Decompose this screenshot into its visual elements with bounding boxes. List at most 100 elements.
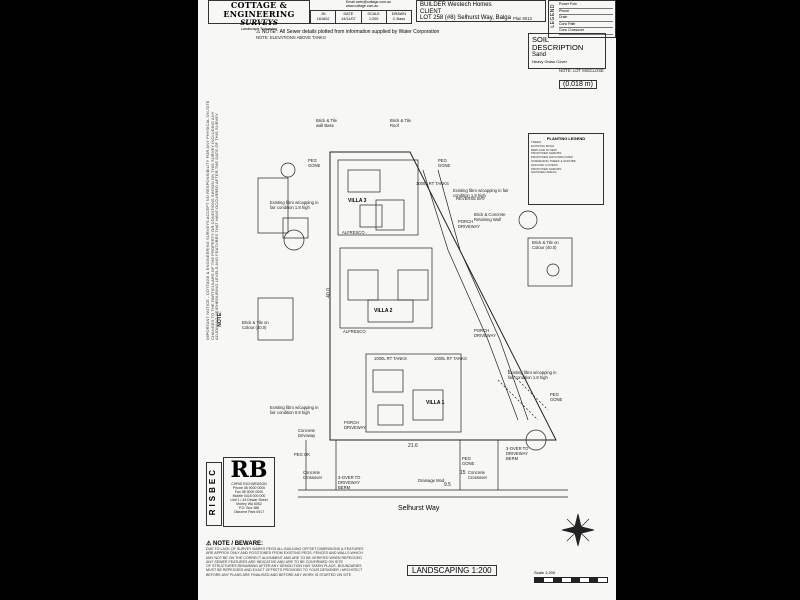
misclose-label: NOTE: LOT MISCLOSE (559, 68, 604, 73)
rb-line: CHRIS RICHARDSON (231, 482, 267, 486)
client-box: BUILDER Westech Homes CLIENT LOT 258 (#8… (416, 0, 546, 22)
plan-label: Concrete Driveway (298, 428, 316, 438)
rb-line: Fax 08 9000 0000 (234, 490, 264, 494)
planting-line: GRASSED AREAS (531, 170, 557, 175)
logo-line-3: Landscape Surveying (240, 27, 278, 31)
beware-line: ANY SEWER FEATURES ARE INDICATIVE AND AR… (206, 559, 343, 564)
rb-logo: RB (230, 457, 268, 483)
plan-label: Brick & Tile wall Base (316, 118, 337, 128)
rb-line: Morley WA 6062 (236, 502, 262, 506)
legend-row: Conc Path (559, 22, 613, 28)
plan-label: 1000L RT TANKS (434, 356, 467, 361)
soil-title: SOIL DESCRIPTION (532, 35, 584, 52)
beware-note: ⚠ NOTE / BEWARE: DUE TO LACK OF SURVEY M… (206, 540, 536, 577)
client-label: CLIENT (420, 8, 442, 15)
contact-info: Email ceeh@cottage.com.au www.cottage.co… (346, 0, 408, 8)
plan-label: PORCH DRIVEWAY (458, 219, 480, 229)
planting-title: PLANTING LEGEND (546, 136, 586, 141)
scale-bar-label: Scale 1:200 (534, 570, 556, 575)
plan-label: PORCH DRIVEWAY (474, 328, 496, 338)
plan-label: 3-OVER TO DRIVEWAY BERM (338, 475, 361, 490)
plan-label: 1000L RT TANKS (416, 181, 449, 186)
tank-note: NOTE: ELEVATIONS ABOVE TANKS (256, 35, 326, 40)
legend-row: Conc Crossover (559, 28, 613, 35)
builder-line: BUILDER Westech Homes (420, 2, 492, 8)
beware-line: MAY NOT BE ON THE CORRECT ALIGNMENT AND … (206, 555, 362, 560)
villa-2-label: VILLA 2 (374, 308, 393, 314)
beware-line: BEFORE ANY PLANS ARE FINALISED AND BEFOR… (206, 572, 352, 577)
rb-line: Mobile 0418 000 000 (232, 494, 266, 498)
planting-line: GROUND COVERS (531, 162, 558, 167)
dimension: 21.6 (408, 443, 418, 449)
legend-row: Power Pole (559, 2, 613, 9)
fence-label: Existing fibro w/capping in fair conditi… (453, 188, 509, 198)
planting-legend: PLANTING LEGEND TREES EXISTING BUSH REPL… (528, 133, 604, 205)
planting-line: REPLACE IN NEW (531, 147, 557, 152)
plan-label: Brick & Tile on Colour (40.0) (532, 240, 559, 250)
street-name: Selhurst Way (398, 505, 440, 512)
rb-stamp: RB CHRIS RICHARDSON Phone 08 9000 0000 F… (223, 457, 275, 527)
planting-line: PROPOSED SHRUBS (531, 166, 562, 171)
rb-line: Phone 08 9000 0000 (232, 486, 266, 490)
planting-line: TREES (531, 140, 542, 144)
planting-line: EXISTING BUSH (531, 143, 555, 148)
fence-label: Existing fibro w/capping in fair conditi… (270, 200, 319, 210)
plan-label: Brick & Tile on Colour (40.0) (242, 320, 269, 330)
plan-label: ALFRESCO (343, 329, 366, 334)
lot-line: LOT 258 (#8) Selhurst Way, Balga (420, 15, 511, 21)
survey-sheet: COTTAGE & ENGINEERING SURVEYS Landscape … (198, 0, 616, 600)
landscaping-title: LANDSCAPING 1:200 (407, 565, 497, 576)
beware-line: MUST BE REPEGGED AND EXACT OFFSETS PROVI… (206, 568, 363, 573)
plan-label: Brick & Concrete Retaining Wall (474, 212, 506, 222)
villa-1-label: VILLA 1 (426, 400, 445, 406)
peg-label: PEG GONE (438, 158, 451, 168)
dimension: 15 (460, 470, 466, 476)
peg-label: PEG GONE (462, 456, 475, 466)
logo-line-1: COTTAGE & ENGINEERING (223, 0, 295, 19)
plan-label: 3-OVER TO DRIVEWAY BERM (506, 446, 529, 461)
plan-label: Brick & Tile Roof (390, 118, 411, 128)
plan-label: 1000L RT TANKS (374, 356, 407, 361)
planting-line: PROPOSED GROUNDCOVER (531, 155, 573, 160)
plan-label: Drainage Mod (418, 478, 445, 483)
planting-line: PROPOSED SHRUBS (531, 151, 562, 156)
legend-row: Phone (559, 9, 613, 15)
soil-value: Sand (532, 52, 547, 58)
beware-line: ARE APPROX ONLY AND POSITIONED FROM EXIS… (206, 551, 363, 556)
beware-line: OF STRUCTURES REMAINING AFTER ANY DEMOLI… (206, 564, 362, 569)
peg-label: PEG GONE (308, 158, 321, 168)
risbec-stamp: RISBEC (206, 462, 222, 526)
rb-line: P.O. Box 388 (238, 506, 260, 510)
fence-label: Existing fibro w/capping in fair conditi… (508, 370, 557, 380)
rb-line: Unit 1 / 44 Dewar Street (230, 498, 268, 502)
rb-line: Osborne Park 6917 (233, 510, 265, 514)
company-logo: COTTAGE & ENGINEERING SURVEYS Landscape … (208, 0, 310, 31)
soil-note: Heavy Grass Cover (532, 59, 567, 64)
villa-3-label: VILLA 3 (348, 198, 367, 204)
peg-label: PEG GONE (550, 392, 563, 402)
plan-label: Concrete Crossover (468, 470, 488, 480)
plan-label: ALFRESCO (342, 230, 365, 235)
fence-label: Existing fibro w/capping in fair conditi… (270, 405, 319, 415)
legend-row: Drain (559, 15, 613, 22)
plan-label: PORCH DRIVEWAY (344, 420, 366, 430)
plan-label: REVERSE BAY (456, 196, 486, 201)
logo-line-2: SURVEYS (240, 18, 278, 27)
warning-icon: ⚠ (256, 29, 261, 35)
plan-label: Concrete Crossover (303, 470, 323, 480)
scale-bar (534, 577, 608, 583)
sewer-note: ⚠ NOTE : All Sewer details plotted from … (256, 29, 440, 40)
legend-box: LEGEND Power Pole Phone Drain Conc Path … (548, 0, 616, 38)
plan-ref: Plan 9013 (513, 16, 532, 21)
lot-misclose: NOTE: LOT MISCLOSE (0.018 m) (559, 68, 604, 91)
peg-label: PEG OK (294, 452, 311, 457)
dimension: 9.5 (444, 482, 451, 488)
contact-line: Email ceeh@cottage.com.au (346, 0, 391, 4)
beware-line: DUE TO LACK OF SURVEY MARKS PEGS ALL BUI… (206, 547, 364, 551)
contact-line: www.cottage.com.au (346, 4, 379, 8)
